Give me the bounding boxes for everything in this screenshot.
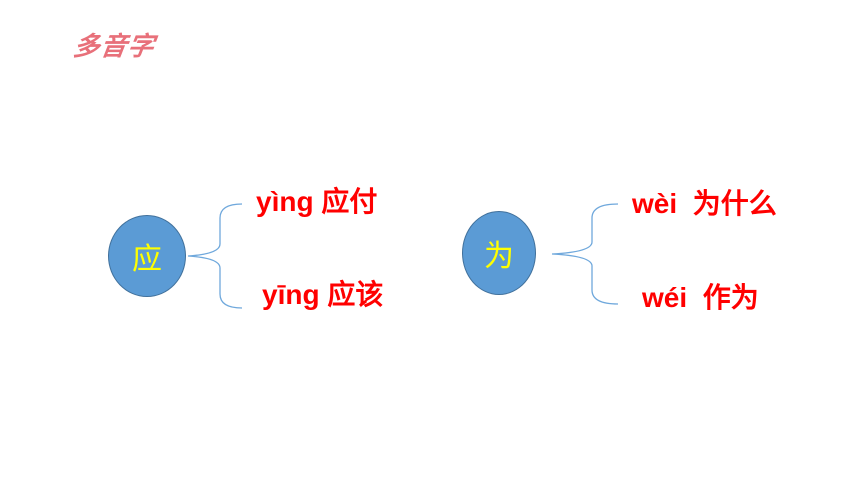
pinyin: yīng (262, 279, 320, 310)
reading-wei-4: wèi 为什么 (632, 190, 777, 218)
reading-wei-2: wéi 作为 (642, 284, 759, 312)
pinyin: yìng (256, 186, 314, 217)
character-circle-wei: 为 (462, 211, 536, 295)
word: 应该 (327, 279, 384, 310)
word: 为什么 (692, 188, 777, 219)
character-circle-ying: 应 (108, 215, 186, 297)
slide-title: 多音字 (71, 31, 157, 61)
reading-ying-1: yīng 应该 (262, 281, 383, 309)
character-ying: 应 (132, 243, 162, 276)
reading-ying-4: yìng 应付 (256, 188, 377, 216)
brace-left-2 (551, 203, 619, 305)
pinyin: wéi (642, 282, 688, 313)
word: 作为 (702, 282, 759, 313)
character-wei: 为 (484, 240, 514, 273)
pinyin: wèi (632, 188, 678, 219)
brace-left-1 (187, 203, 243, 309)
word: 应付 (321, 186, 378, 217)
